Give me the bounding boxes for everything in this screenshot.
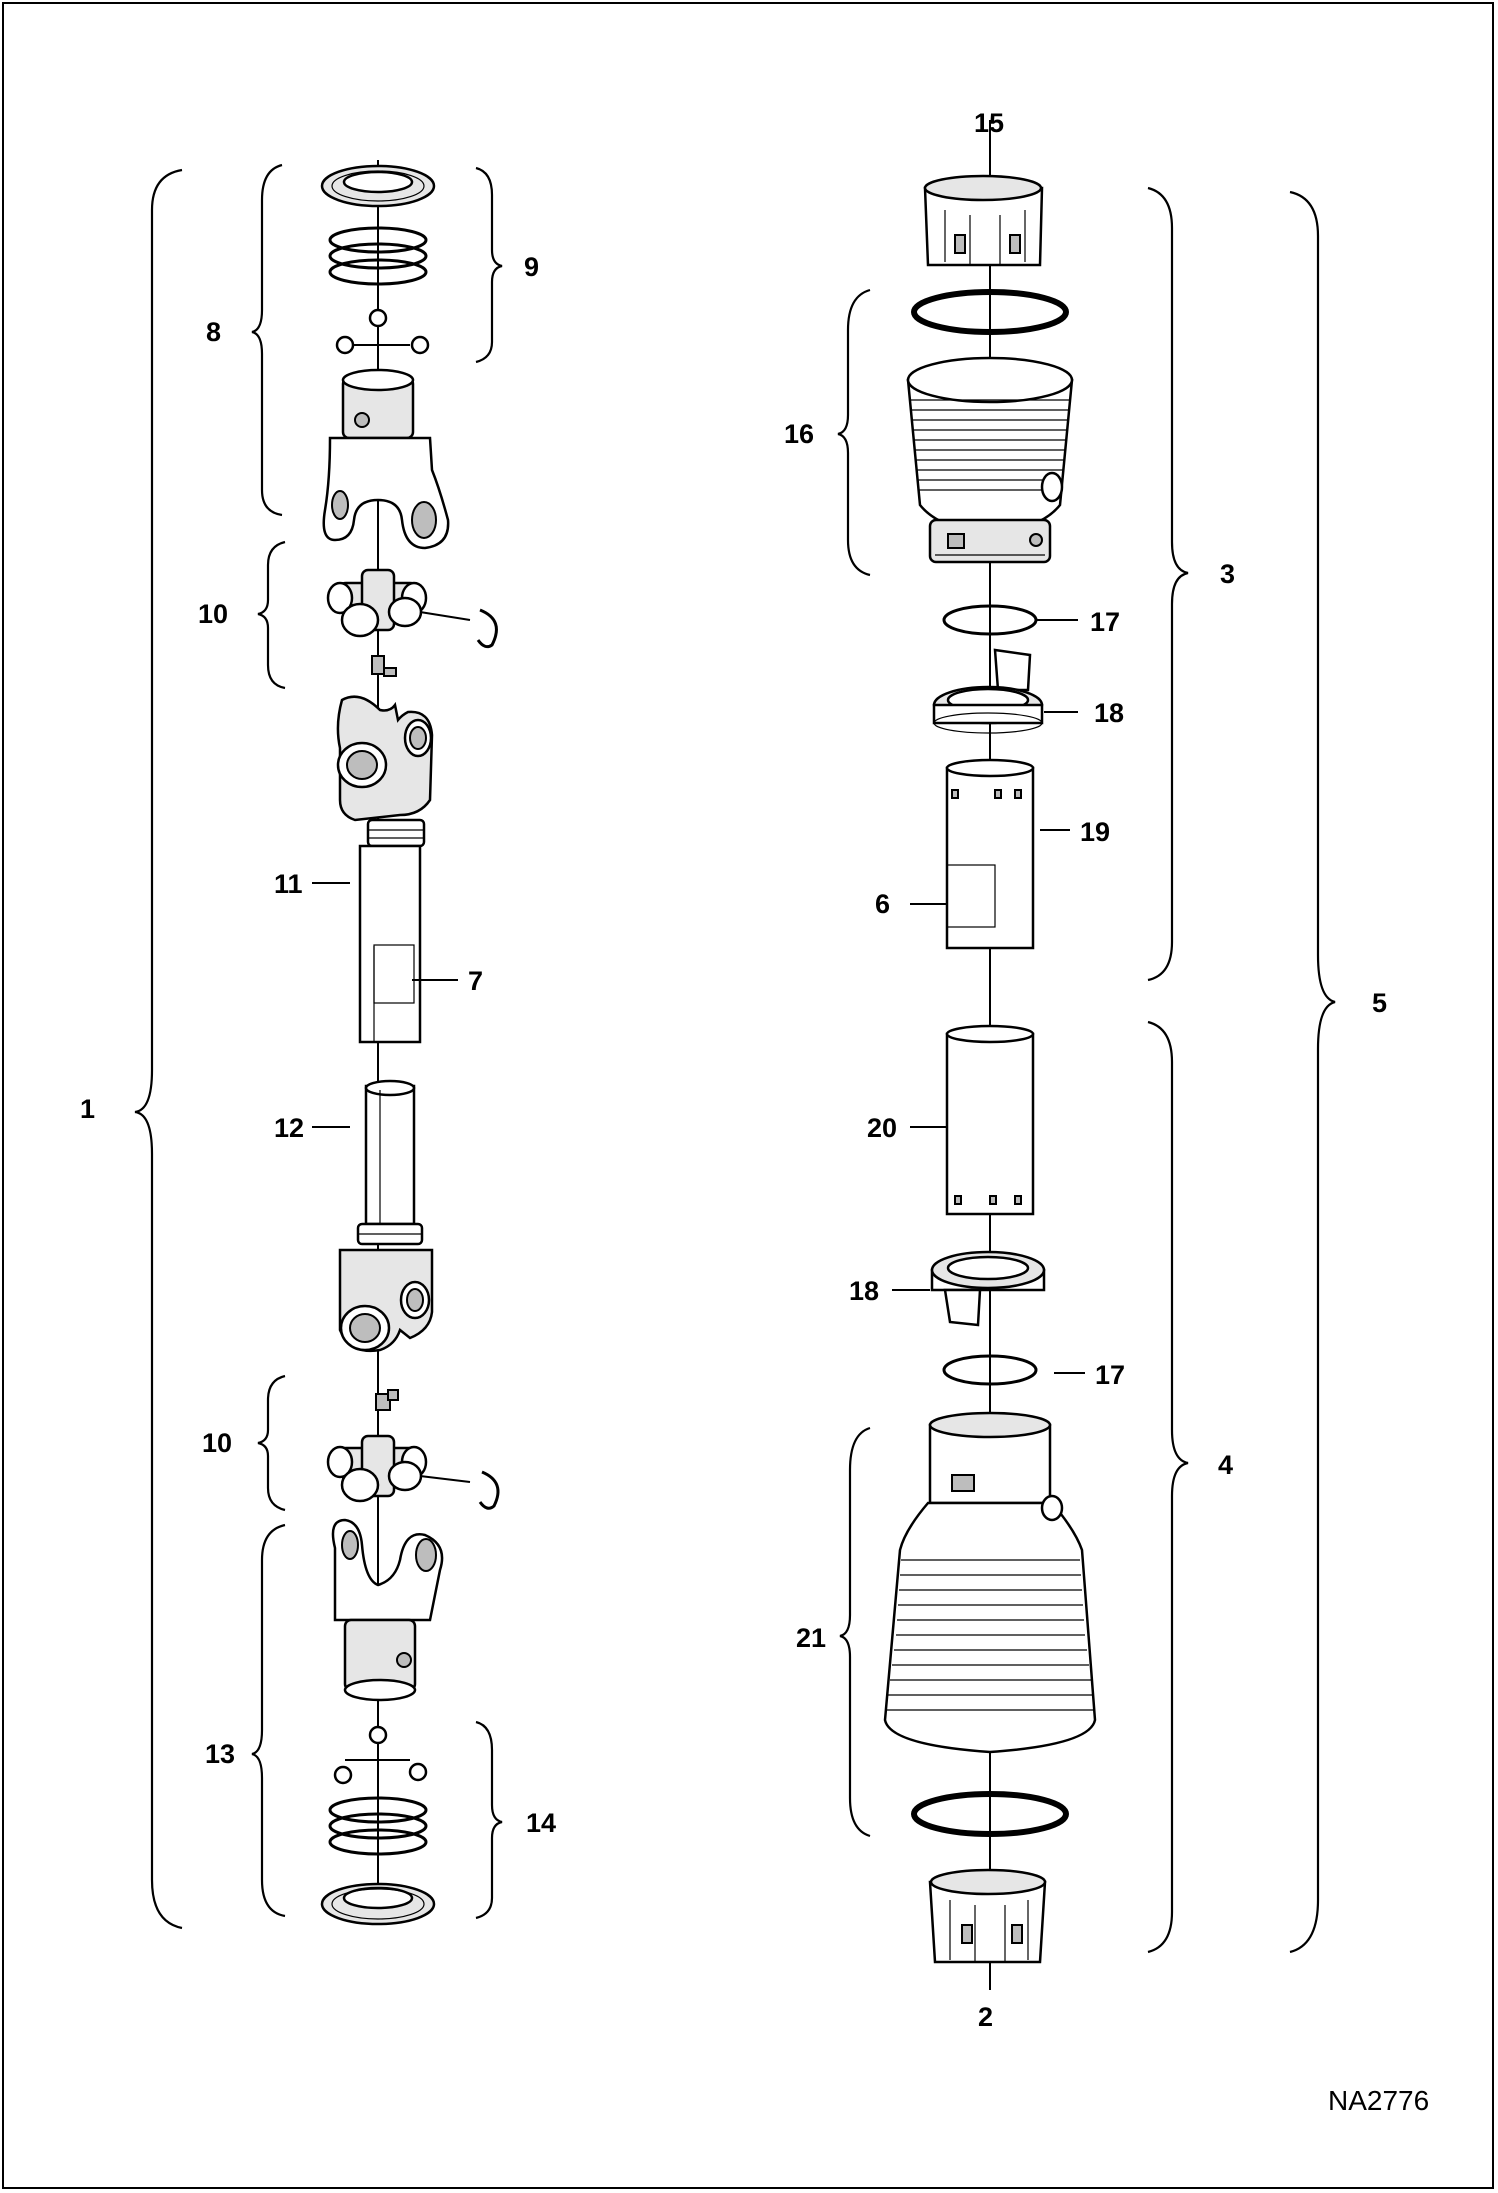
- callout-7: 7: [468, 966, 483, 996]
- callout-19: 19: [1080, 817, 1110, 847]
- inner-tube: [364, 1079, 416, 1226]
- drawing-code: NA2776: [1328, 2085, 1429, 2116]
- callout-21: 21: [796, 1623, 826, 1653]
- callout-16: 16: [784, 419, 814, 449]
- bottom-o-ring: [911, 1791, 1069, 1837]
- brace-14: [475, 1720, 503, 1920]
- callout-3: 3: [1220, 559, 1235, 589]
- brace-5: [1289, 190, 1336, 1954]
- callout-14: 14: [526, 1808, 556, 1838]
- bottom-cross-joint: [326, 1434, 500, 1510]
- callout-10-bottom: 10: [202, 1428, 232, 1458]
- brace-3: [1147, 186, 1189, 982]
- callout-13: 13: [205, 1739, 235, 1769]
- brace-10-top: [257, 540, 286, 690]
- callout-2: 2: [978, 2002, 993, 2032]
- upper-cone: [906, 356, 1074, 564]
- outer-tube: [358, 844, 422, 1044]
- callout-18-upper: 18: [1094, 698, 1124, 728]
- callout-8: 8: [206, 317, 221, 347]
- brace-16: [837, 288, 871, 577]
- top-grease-balls: [335, 308, 430, 355]
- callout-12: 12: [274, 1113, 304, 1143]
- bottom-yoke: [331, 1518, 444, 1702]
- brace-1: [134, 168, 183, 1930]
- bottom-spring: [328, 1796, 428, 1856]
- top-collar: [923, 174, 1044, 267]
- brace-4: [1147, 1020, 1189, 1954]
- lower-cone: [883, 1411, 1097, 1754]
- callout-5: 5: [1372, 988, 1387, 1018]
- outer-guard-tube: [945, 1024, 1035, 1216]
- callout-11: 11: [274, 869, 303, 899]
- top-o-ring: [911, 289, 1069, 335]
- bottom-collar: [928, 1868, 1047, 1964]
- callout-labels: 1 2 3 4 5 6 7 8 9 10 10 11 12 13 14 15 1…: [80, 108, 1429, 2116]
- brace-13: [251, 1523, 286, 1918]
- outer-tube-yoke: [336, 695, 434, 848]
- grouping-braces: [134, 163, 1336, 1954]
- top-grease-fitting: [371, 655, 397, 677]
- callout-1: 1: [80, 1094, 95, 1124]
- inner-guard-tube: [945, 758, 1035, 950]
- callout-10-top: 10: [198, 599, 228, 629]
- brace-8: [251, 163, 283, 517]
- leader-lines: [312, 145, 1085, 1988]
- brace-10-bottom: [257, 1374, 286, 1512]
- brace-9: [475, 166, 503, 364]
- callout-20: 20: [867, 1113, 897, 1143]
- top-yoke: [322, 368, 450, 550]
- lower-retaining-ring: [942, 1354, 1038, 1386]
- top-bearing-cup: [320, 164, 436, 208]
- bottom-bearing-cup: [320, 1882, 436, 1926]
- top-cross-joint: [326, 568, 498, 649]
- lower-bearing-ring: [930, 1250, 1046, 1327]
- upper-bearing-ring: [932, 648, 1044, 734]
- callout-17-upper: 17: [1090, 607, 1120, 637]
- brace-21: [839, 1426, 871, 1838]
- callout-18-lower: 18: [849, 1276, 879, 1306]
- callout-4: 4: [1218, 1450, 1233, 1480]
- callout-17-lower: 17: [1095, 1360, 1125, 1390]
- top-spring: [328, 226, 428, 286]
- bottom-grease-fitting: [375, 1389, 399, 1411]
- inner-tube-yoke: [338, 1222, 434, 1353]
- callout-9: 9: [524, 252, 539, 282]
- left-shaft-assembly: [320, 164, 500, 1926]
- callout-6: 6: [875, 889, 890, 919]
- callout-15: 15: [974, 108, 1004, 138]
- bottom-grease-balls: [333, 1725, 428, 1785]
- right-guard-assembly: [883, 174, 1097, 1964]
